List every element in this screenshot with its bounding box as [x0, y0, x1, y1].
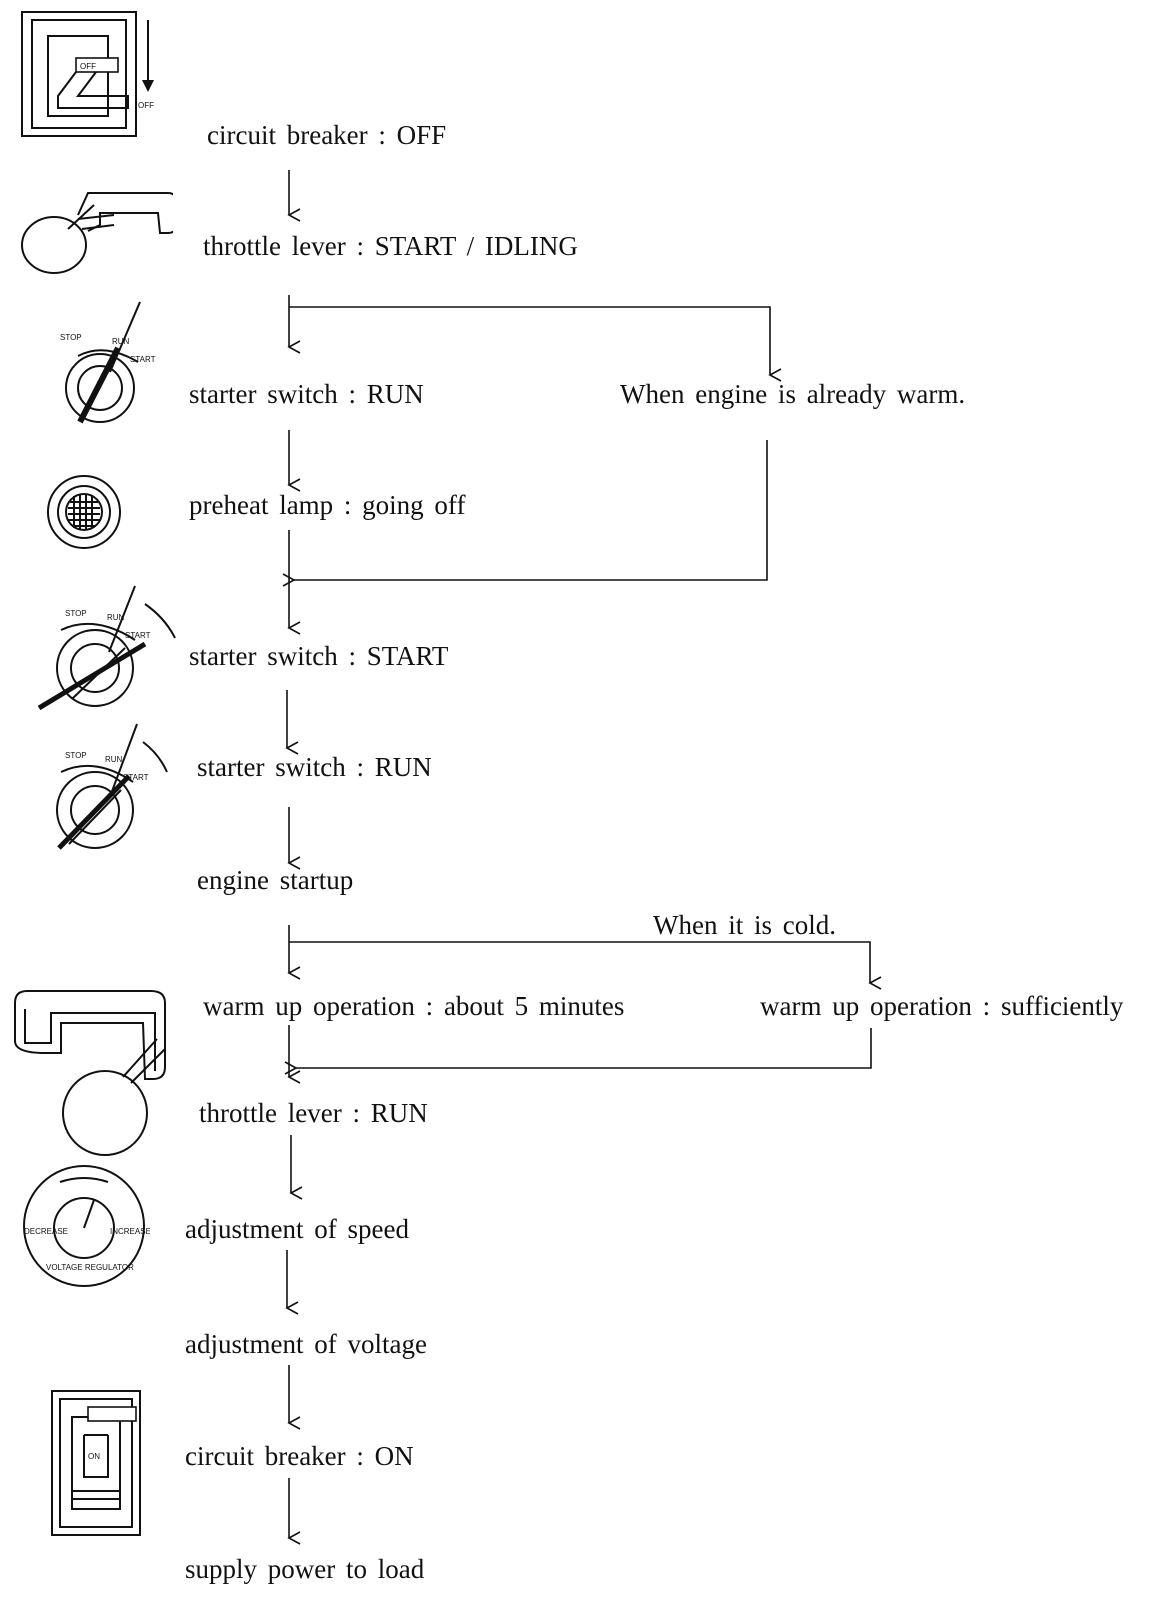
step-preheat-lamp: preheat lamp : going off	[189, 490, 466, 520]
throttle-lever-run-icon	[14, 990, 166, 1156]
throttle-lever-idling-icon	[21, 192, 173, 274]
arrow-warm-path-merge	[282, 440, 768, 587]
arrow-branch-engine-warm	[289, 306, 782, 382]
voltage-regulator-icon: DECREASE INCREASE VOLTAGE REGULATOR	[23, 1165, 150, 1287]
step-adjustment-of-speed: adjustment of speed	[185, 1214, 409, 1244]
key-run-label-3: RUN	[105, 755, 123, 764]
step-warm-up-sufficiently: warm up operation : sufficiently	[760, 991, 1124, 1021]
breaker-on-label: ON	[88, 1452, 100, 1461]
key-start-label-3: START	[123, 773, 149, 782]
breaker-off-label: OFF	[80, 62, 96, 71]
step-adjustment-of-voltage: adjustment of voltage	[185, 1329, 427, 1359]
circuit-breaker-on-icon: ON	[51, 1390, 141, 1536]
step-circuit-breaker-on: circuit breaker : ON	[185, 1441, 414, 1471]
step-starter-switch-run-2: starter switch : RUN	[197, 752, 432, 782]
step-throttle-lever-run: throttle lever : RUN	[199, 1098, 428, 1128]
arrow-branch-cold	[289, 941, 882, 990]
step-circuit-breaker-off: circuit breaker : OFF	[207, 120, 447, 150]
step-warm-up-5-minutes: warm up operation : about 5 minutes	[203, 991, 625, 1021]
key-run-label: RUN	[112, 337, 130, 346]
step-starter-switch-start: starter switch : START	[189, 641, 449, 671]
preheat-lamp-icon	[47, 475, 121, 549]
key-stop-label-2: STOP	[65, 609, 87, 618]
starter-switch-start-icon: STOP RUN START	[37, 585, 176, 711]
note-when-cold: When it is cold.	[653, 910, 836, 940]
key-stop-label-3: STOP	[65, 751, 87, 760]
key-run-label-2: RUN	[107, 613, 125, 622]
step-engine-startup: engine startup	[197, 865, 354, 895]
note-engine-already-warm: When engine is already warm.	[620, 379, 966, 409]
step-supply-power-to-load: supply power to load	[185, 1554, 425, 1584]
regulator-increase-label: INCREASE	[110, 1227, 150, 1236]
key-stop-label: STOP	[60, 333, 82, 342]
step-throttle-start-idling: throttle lever : START / IDLING	[203, 231, 578, 261]
key-start-label-2: START	[125, 631, 151, 640]
step-starter-switch-run: starter switch : RUN	[189, 379, 424, 409]
regulator-decrease-label: DECREASE	[24, 1227, 68, 1236]
starter-switch-run-icon: STOP RUN START	[60, 301, 156, 424]
regulator-bottom-label: VOLTAGE REGULATOR	[46, 1263, 134, 1272]
key-start-label: START	[130, 355, 156, 364]
arrow-cold-path-merge	[284, 1028, 872, 1075]
breaker-off-side-label: OFF	[138, 101, 154, 110]
starter-switch-run-2-icon: STOP RUN START	[56, 723, 168, 850]
circuit-breaker-off-icon: OFF OFF	[21, 11, 154, 137]
